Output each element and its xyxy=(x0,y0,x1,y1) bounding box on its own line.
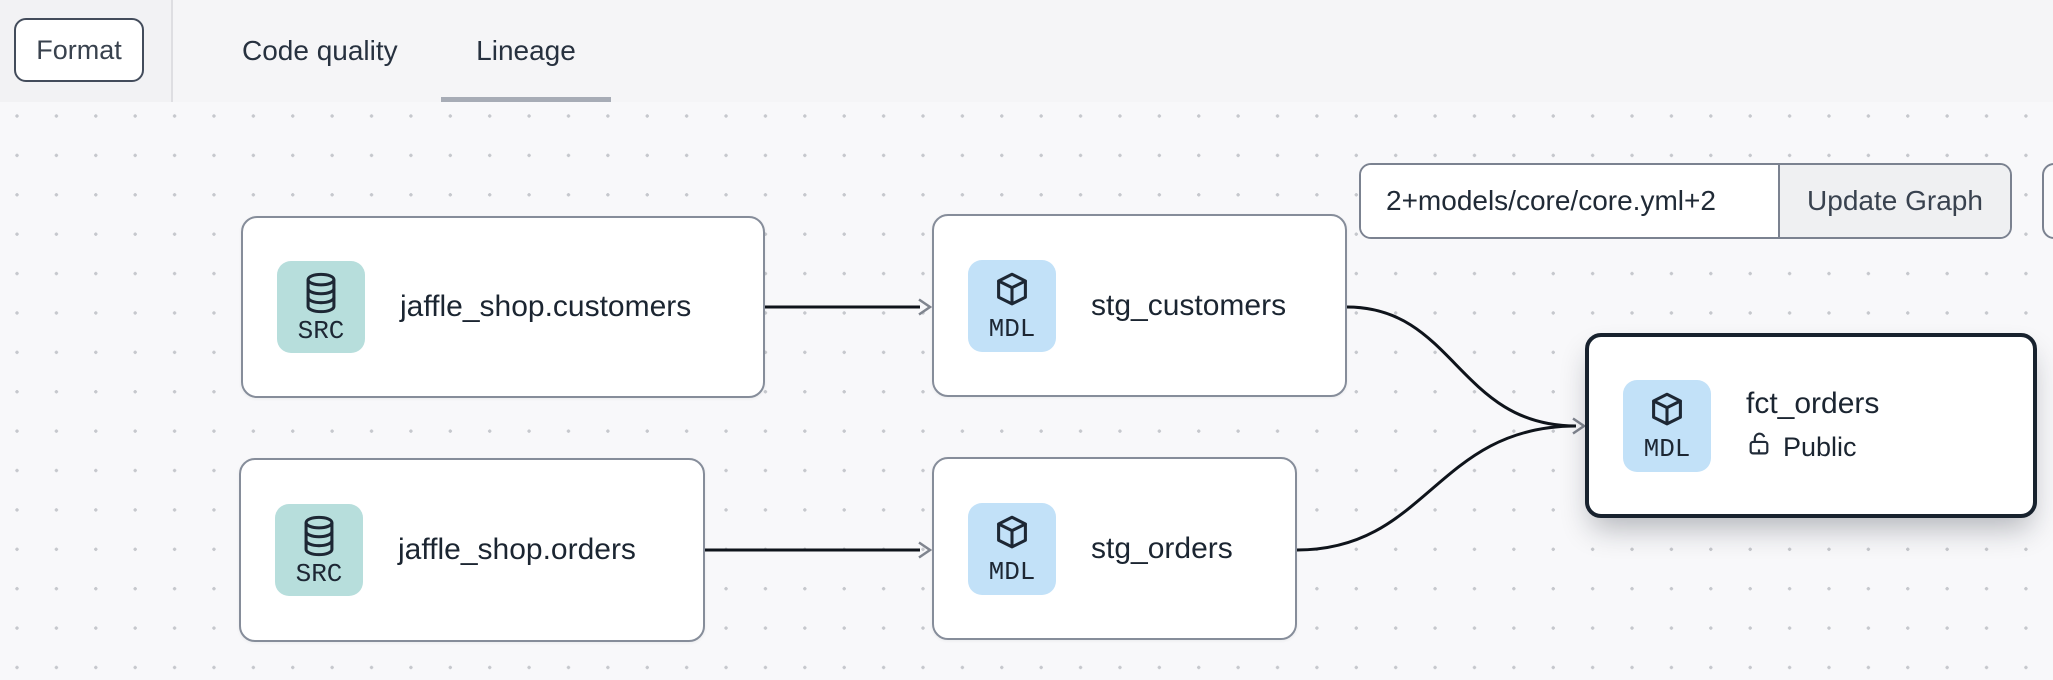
cube-icon xyxy=(990,269,1034,313)
lineage-node-fct-orders[interactable]: MDL fct_orders Public xyxy=(1585,333,2037,518)
cube-icon xyxy=(1645,389,1689,433)
source-badge: SRC xyxy=(275,504,363,596)
badge-label: SRC xyxy=(297,315,345,346)
tab-code-quality[interactable]: Code quality xyxy=(242,35,398,66)
node-label: jaffle_shop.orders xyxy=(398,533,636,566)
badge-label: MDL xyxy=(988,557,1036,587)
database-icon xyxy=(299,271,343,315)
node-label: stg_orders xyxy=(1091,531,1233,565)
tab-lineage[interactable]: Lineage xyxy=(441,0,611,102)
lineage-node-stg-orders[interactable]: MDL stg_orders xyxy=(932,457,1297,640)
badge-label: MDL xyxy=(988,314,1036,344)
lineage-node-jaffle-shop-customers[interactable]: SRC jaffle_shop.customers xyxy=(241,216,765,398)
graph-controls: Update Graph xyxy=(1359,163,2012,239)
active-tab-underline xyxy=(441,97,611,102)
toolbar: Format Code quality Lineage xyxy=(0,0,2053,102)
selector-input[interactable] xyxy=(1361,165,1778,237)
model-badge: MDL xyxy=(1623,379,1711,472)
node-label: jaffle_shop.customers xyxy=(400,290,692,323)
model-badge: MDL xyxy=(968,259,1056,352)
node-label: stg_customers xyxy=(1091,288,1287,322)
cube-icon xyxy=(990,512,1034,556)
format-button[interactable]: Format xyxy=(14,18,144,82)
update-graph-button[interactable]: Update Graph xyxy=(1778,165,2010,237)
badge-label: MDL xyxy=(1643,434,1691,464)
clipped-right-control[interactable] xyxy=(2042,163,2053,239)
lineage-node-jaffle-shop-orders[interactable]: SRC jaffle_shop.orders xyxy=(239,458,705,642)
unlock-icon xyxy=(1746,430,1773,464)
node-label: fct_orders xyxy=(1746,387,1880,420)
access-row: Public xyxy=(1746,430,1879,464)
source-badge: SRC xyxy=(277,261,365,353)
toolbar-divider xyxy=(171,0,173,102)
badge-label: SRC xyxy=(295,558,343,589)
model-badge: MDL xyxy=(968,502,1056,595)
tab-lineage-label: Lineage xyxy=(476,35,576,66)
access-label: Public xyxy=(1783,431,1857,462)
lineage-node-stg-customers[interactable]: MDL stg_customers xyxy=(932,214,1347,397)
database-icon xyxy=(297,514,341,558)
